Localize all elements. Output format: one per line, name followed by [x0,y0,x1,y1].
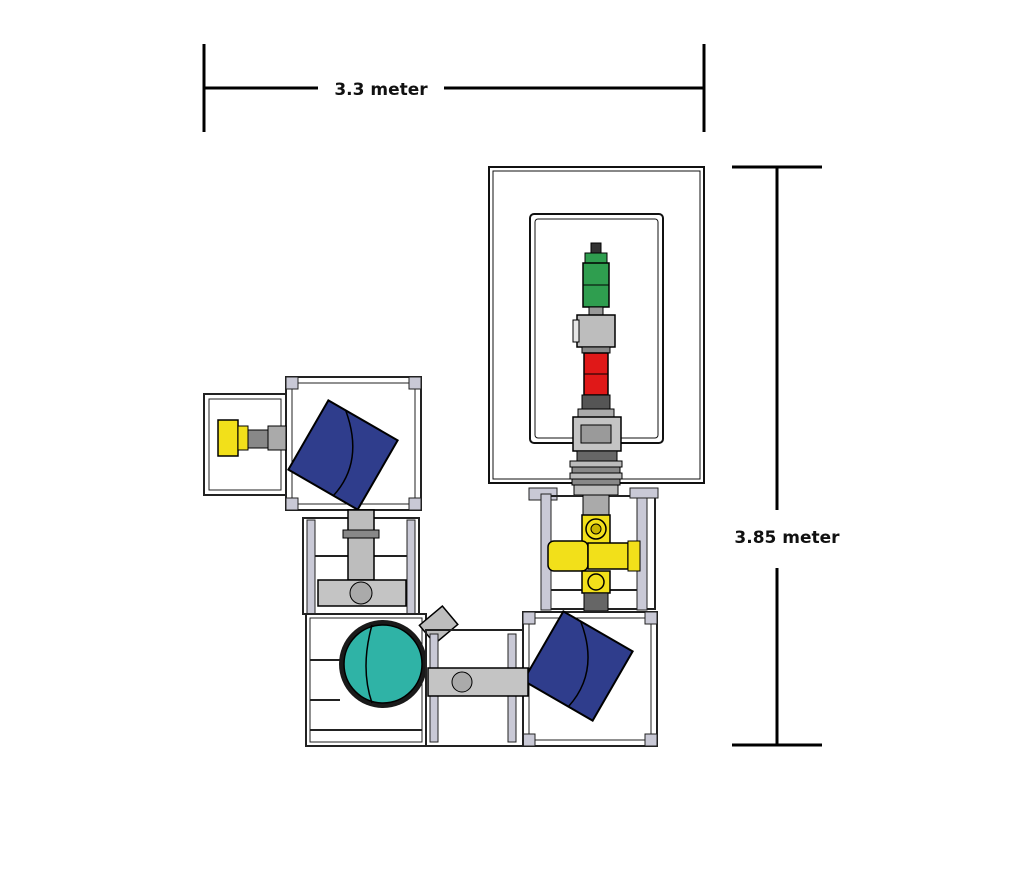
yellow-pump [217,419,287,457]
teal-spherical-chamber [339,620,427,708]
width-dimension: 3.3 meter [202,44,706,132]
middle-left-frame [302,509,420,615]
width-dimension-label: 3.3 meter [334,80,428,100]
yellow-side-port [547,540,589,572]
height-dimension-label: 3.85 meter [734,528,840,548]
blue-chamber-left [286,398,400,512]
height-dimension: 3.85 meter [732,165,840,747]
bridge-frame [425,629,529,747]
vertical-manipulator-column [569,242,623,496]
right-support-frame [528,487,659,611]
angled-port [418,604,459,645]
blue-chamber-right [521,609,635,723]
yellow-cross-assembly [547,494,641,612]
grey-valve-body [576,314,616,348]
